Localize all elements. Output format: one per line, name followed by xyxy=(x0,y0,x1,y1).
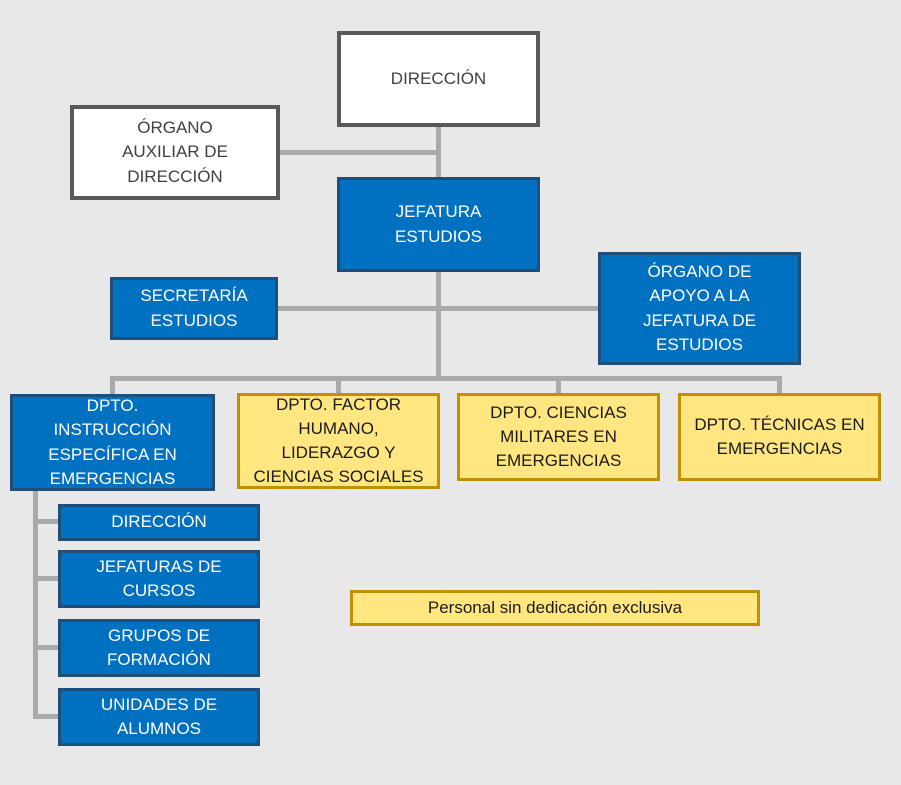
node-dpto-tecnicas-label: DPTO. TÉCNICAS EN EMERGENCIAS xyxy=(694,414,865,458)
node-direccion: DIRECCIÓN xyxy=(337,31,540,127)
node-dpto-instruccion-label: DPTO. INSTRUCCIÓN ESPECÍFICA EN EMERGENC… xyxy=(48,396,177,488)
node-jefatura-estudios-label: JEFATURA ESTUDIOS xyxy=(395,202,482,246)
connector-drop-dpto-ciencias-militares xyxy=(556,376,561,394)
connector-departments-bus xyxy=(110,376,782,381)
connector-stub-unidades-alumnos xyxy=(36,714,58,719)
connector-stub-grupos-formacion xyxy=(36,645,58,650)
connector-jefatura-to-departments xyxy=(436,272,441,381)
connector-instruccion-subtree-spine xyxy=(33,491,38,719)
connector-direccion-to-jefatura xyxy=(436,127,441,179)
node-unidades-de-alumnos: UNIDADES DE ALUMNOS xyxy=(58,688,260,746)
node-grupos-de-formacion: GRUPOS DE FORMACIÓN xyxy=(58,619,260,677)
legend-label: Personal sin dedicación exclusiva xyxy=(427,597,683,617)
node-dpto-ciencias-militares: DPTO. CIENCIAS MILITARES EN EMERGENCIAS xyxy=(457,393,660,481)
node-organo-apoyo-jefatura: ÓRGANO DE APOYO A LA JEFATURA DE ESTUDIO… xyxy=(598,252,801,365)
node-organo-auxiliar-de-direccion: ÓRGANO AUXILIAR DE DIRECCIÓN xyxy=(70,105,280,200)
connector-secretaria-apoyo xyxy=(278,306,598,311)
connector-drop-dpto-factor-humano xyxy=(336,376,341,394)
node-dpto-factor-humano: DPTO. FACTOR HUMANO, LIDERAZGO Y CIENCIA… xyxy=(237,393,440,489)
connector-organo-auxiliar-branch xyxy=(280,150,438,155)
node-jefaturas-cursos-label: JEFATURAS DE CURSOS xyxy=(96,556,222,600)
node-sub-direccion: DIRECCIÓN xyxy=(58,504,260,541)
node-direccion-label: DIRECCIÓN xyxy=(390,68,487,88)
node-unidades-alumnos-label: UNIDADES DE ALUMNOS xyxy=(100,694,218,738)
node-dpto-factor-humano-label: DPTO. FACTOR HUMANO, LIDERAZGO Y CIENCIA… xyxy=(253,394,424,487)
node-dpto-tecnicas: DPTO. TÉCNICAS EN EMERGENCIAS xyxy=(678,393,881,481)
node-jefaturas-de-cursos: JEFATURAS DE CURSOS xyxy=(58,550,260,608)
connector-stub-jefaturas-cursos xyxy=(36,576,58,581)
node-secretaria-estudios-label: SECRETARÍA ESTUDIOS xyxy=(140,286,248,330)
node-organo-apoyo-label: ÓRGANO DE APOYO A LA JEFATURA DE ESTUDIO… xyxy=(642,262,757,354)
node-dpto-instruccion-especifica: DPTO. INSTRUCCIÓN ESPECÍFICA EN EMERGENC… xyxy=(10,394,215,491)
node-sub-direccion-label: DIRECCIÓN xyxy=(111,512,207,532)
legend-box: Personal sin dedicación exclusiva xyxy=(350,590,760,626)
connector-stub-sub-direccion xyxy=(36,519,58,524)
node-secretaria-estudios: SECRETARÍA ESTUDIOS xyxy=(110,277,278,340)
connector-drop-dpto-instruccion xyxy=(110,376,115,395)
node-grupos-formacion-label: GRUPOS DE FORMACIÓN xyxy=(107,625,211,669)
node-organo-auxiliar-label: ÓRGANO AUXILIAR DE DIRECCIÓN xyxy=(122,118,228,186)
connector-drop-dpto-tecnicas xyxy=(777,376,782,394)
node-dpto-ciencias-militares-label: DPTO. CIENCIAS MILITARES EN EMERGENCIAS xyxy=(490,402,627,471)
node-jefatura-estudios: JEFATURA ESTUDIOS xyxy=(337,177,540,272)
